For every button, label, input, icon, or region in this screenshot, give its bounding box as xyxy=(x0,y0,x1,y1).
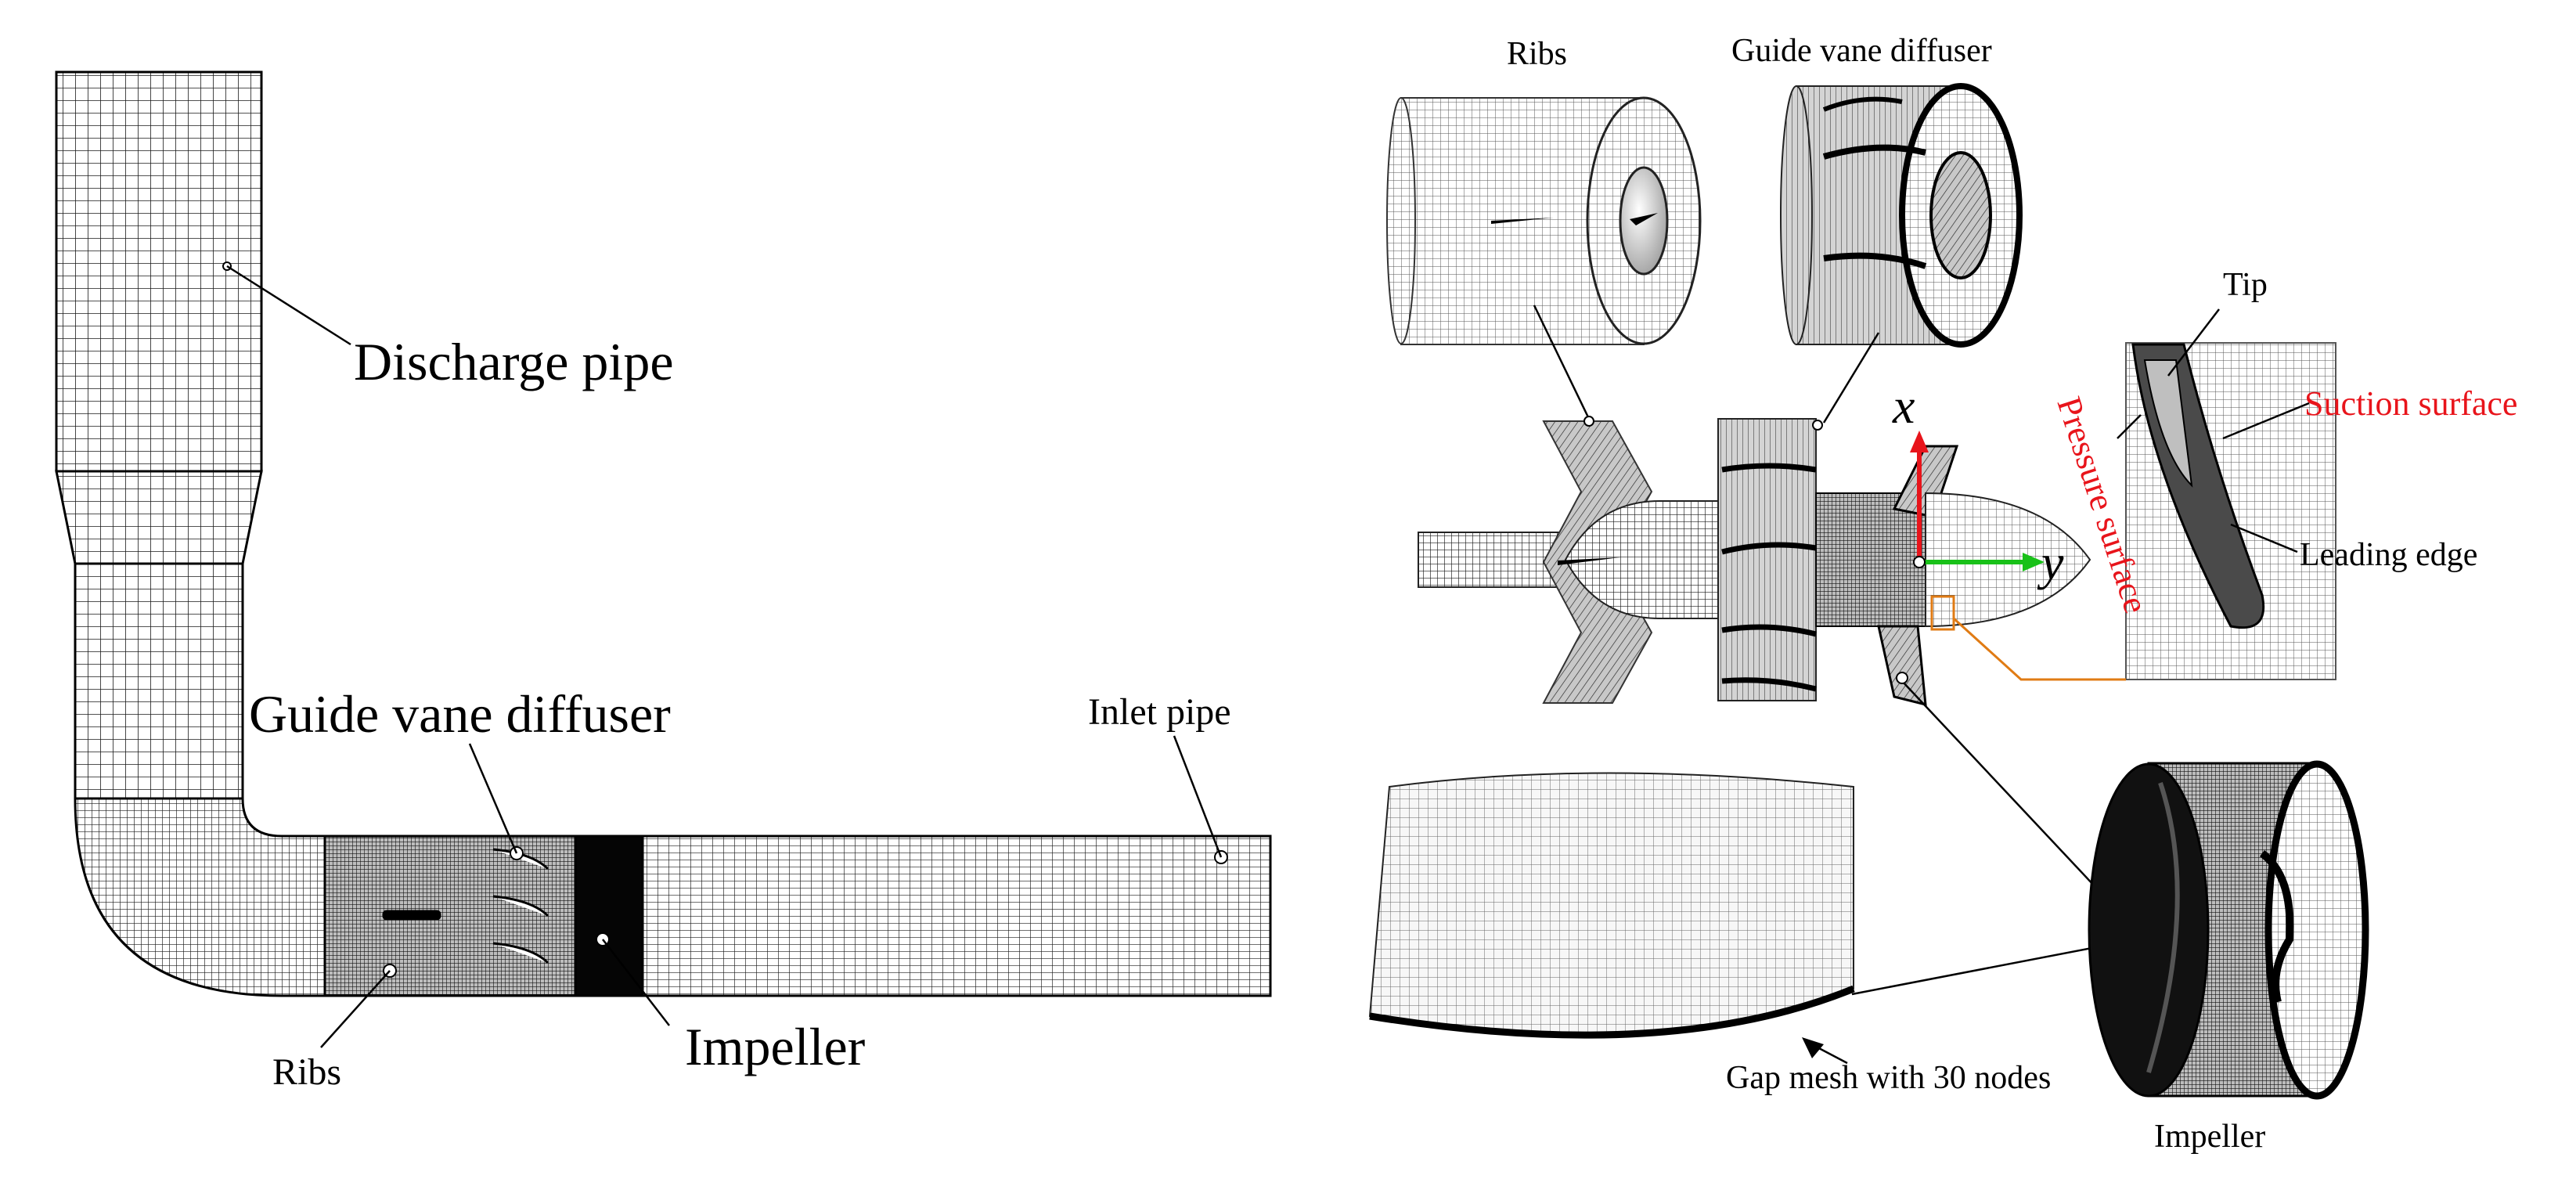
gap-mesh-sector xyxy=(1368,772,1855,1065)
ribs-cylinder-mesh xyxy=(1386,96,1702,345)
impeller-cylinder-mesh xyxy=(2088,760,2369,1100)
leading-edge-detail-mesh xyxy=(2125,342,2336,680)
label-guide-vane-diffuser-left: Guide vane diffuser xyxy=(249,684,671,744)
coordinate-axes: x y xyxy=(1892,378,2064,590)
elbow-mesh xyxy=(74,797,326,997)
label-impeller-right: Impeller xyxy=(2154,1119,2265,1155)
impeller-section-mesh xyxy=(574,835,644,997)
label-inlet-pipe: Inlet pipe xyxy=(1088,691,1231,733)
discharge-pipe-lower xyxy=(74,562,244,800)
discharge-pipe-transition xyxy=(55,470,263,565)
pump-system-mesh: Discharge pipe Guide vane diffuser Inlet… xyxy=(55,70,1272,1093)
discharge-pipe-upper xyxy=(55,70,263,473)
axis-x-label: x xyxy=(1892,378,1915,434)
label-tip: Tip xyxy=(2223,267,2268,303)
component-details: Ribs Guide vane diffuser xyxy=(1368,33,2517,1155)
label-leading-edge: Leading edge xyxy=(2300,537,2477,573)
label-discharge-pipe: Discharge pipe xyxy=(354,332,674,391)
guide-vane-blades xyxy=(382,848,549,964)
inlet-pipe-mesh xyxy=(641,835,1272,997)
axis-y-label: y xyxy=(2037,535,2064,590)
label-ribs-right: Ribs xyxy=(1507,36,1567,72)
label-guide-vane-diffuser-right: Guide vane diffuser xyxy=(1731,33,1992,69)
label-suction-surface: Suction surface xyxy=(2304,384,2517,423)
label-impeller-left: Impeller xyxy=(685,1017,866,1076)
guide-vane-cylinder-mesh xyxy=(1780,83,2023,348)
label-gap-mesh: Gap mesh with 30 nodes xyxy=(1726,1060,2051,1096)
label-ribs-left: Ribs xyxy=(272,1051,341,1093)
